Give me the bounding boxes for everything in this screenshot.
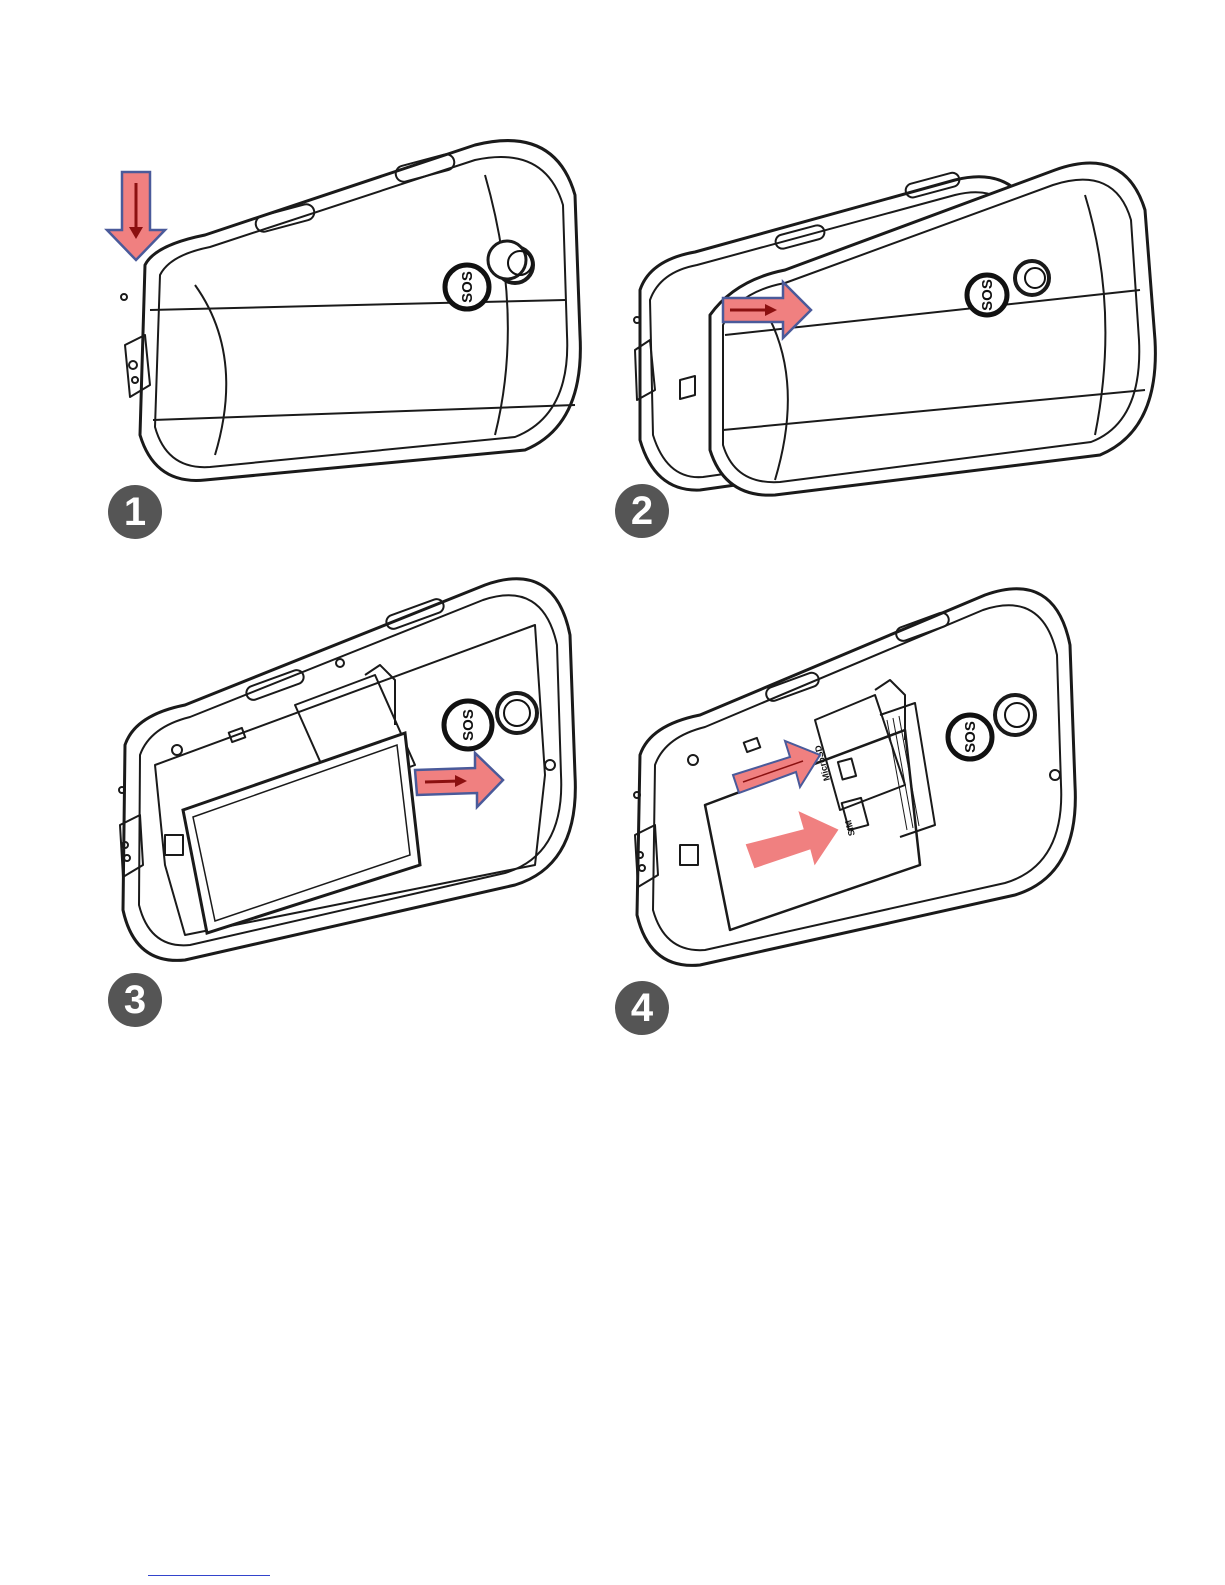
phone-cover-sliding-illustration: SOS [615,140,1215,610]
sos-label: SOS [459,271,476,303]
card-insertion-illustration: MicroSD SIM SOS [615,575,1215,1045]
step-number-badge: 4 [615,981,669,1035]
sos-label: SOS [460,709,477,741]
footer-rule [148,1575,270,1576]
step-3-panel: SOS 3 [95,565,695,1035]
sos-label: SOS [962,721,979,753]
step-number-badge: 3 [108,973,162,1027]
phone-back-closed-illustration: SOS [95,135,695,605]
step-1-panel: SOS 1 [95,135,695,605]
step-number-badge: 2 [615,484,669,538]
sos-label: SOS [979,279,996,311]
step-2-panel: SOS 2 [615,140,1215,610]
step-number-badge: 1 [108,485,162,539]
step-4-panel: MicroSD SIM SOS 4 [615,575,1215,1045]
battery-removal-illustration: SOS [95,565,695,1035]
down-arrow-icon [107,172,165,260]
